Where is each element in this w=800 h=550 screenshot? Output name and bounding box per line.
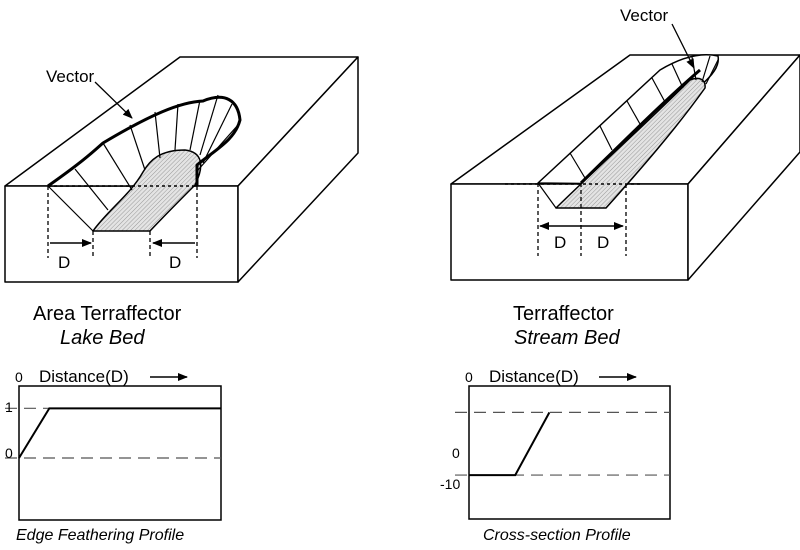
block-side-face: [237, 56, 359, 283]
block-side-face: [687, 54, 800, 281]
edge-caption: Edge Feathering Profile: [16, 527, 185, 544]
lake-vector-outline: [47, 95, 242, 188]
edge-axis-label: Distance(D): [39, 367, 129, 386]
d-label-right-1: D: [554, 233, 567, 252]
vector-label-left: Vector: [46, 67, 95, 86]
cross-ytick-0: 0: [452, 445, 460, 461]
cross-profile-plot: [455, 411, 670, 477]
right-figure-title: Terraffector: [513, 303, 614, 325]
stream-vector-line: [579, 68, 701, 185]
left-figure-title: Area Terraffector: [33, 303, 182, 325]
d-label-right-2: D: [597, 233, 610, 252]
stream-bank-lines: [537, 55, 719, 209]
right-figure-subtitle: Stream Bed: [514, 327, 620, 349]
cross-profile-box: [468, 385, 671, 520]
lake-bank-lines: [47, 94, 239, 232]
profile-line: [469, 411, 551, 477]
cross-ytick-m10: -10: [440, 476, 461, 492]
edge-origin-label: 0: [15, 369, 23, 385]
profile-line: [18, 407, 221, 459]
cross-axis-label: Distance(D): [489, 367, 579, 386]
edge-ytick-1: 1: [5, 399, 13, 415]
d-label-left-2: D: [169, 253, 182, 272]
edge-ytick-0: 0: [5, 445, 13, 461]
lake-bed-floor: [92, 149, 202, 232]
vector-leader-left: [94, 81, 133, 119]
stream-bed-block: [450, 54, 800, 281]
stream-bed-cut: [505, 23, 720, 256]
lake-bed-cut: [47, 81, 242, 258]
vector-leader-right: [671, 23, 695, 69]
edge-profile-box: [18, 385, 222, 521]
d-label-left-1: D: [58, 253, 71, 272]
vector-label-right: Vector: [620, 6, 669, 25]
left-figure-subtitle: Lake Bed: [60, 327, 145, 349]
cross-origin-label: 0: [465, 369, 473, 385]
cross-caption: Cross-section Profile: [483, 527, 631, 544]
edge-profile-plot: [5, 407, 221, 459]
